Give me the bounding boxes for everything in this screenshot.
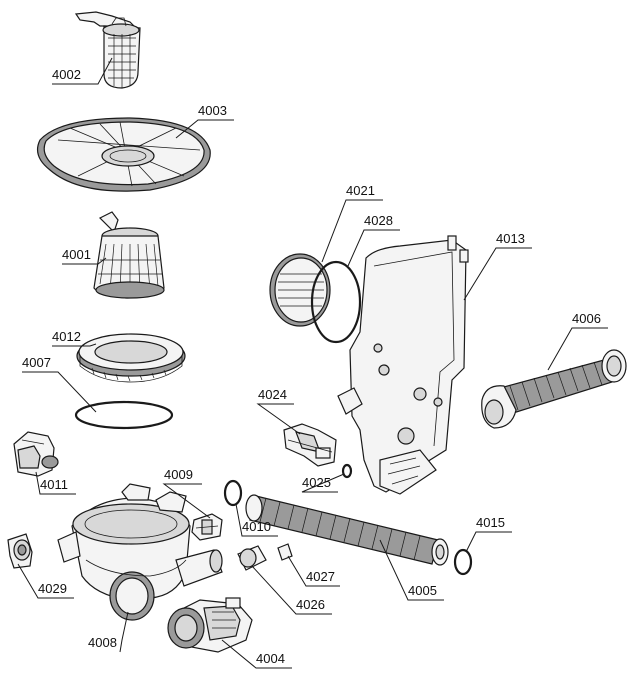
part-4004-drain-pump <box>167 597 253 653</box>
callout-4013: 4013 <box>496 231 525 246</box>
part-4015-o-ring <box>453 548 473 576</box>
callout-4015: 4015 <box>476 515 505 530</box>
callout-4008: 4008 <box>88 635 117 650</box>
callout-4012: 4012 <box>52 329 81 344</box>
callout-4028: 4028 <box>364 213 393 228</box>
part-4007-gasket <box>74 400 174 430</box>
part-4011-sensor <box>13 431 59 477</box>
callout-4009: 4009 <box>164 467 193 482</box>
callout-4010: 4010 <box>242 519 271 534</box>
part-4001-coarse-filter <box>93 211 165 299</box>
part-4025-washer <box>341 463 353 479</box>
callout-4004: 4004 <box>256 651 285 666</box>
callout-4001: 4001 <box>62 247 91 262</box>
part-4006-hose <box>481 349 627 429</box>
part-4005-drain-hose <box>245 494 449 566</box>
part-4009-valve <box>191 513 223 541</box>
callout-labels: 4002 4003 4001 4012 4007 4011 4009 4029 … <box>22 67 601 666</box>
part-4010-o-ring <box>223 479 243 507</box>
part-4028-seal-ring <box>310 260 362 344</box>
leader-lines <box>17 57 608 669</box>
part-4026-sleeve <box>237 545 267 571</box>
part-4012-filter-ring <box>76 333 186 383</box>
callout-4021: 4021 <box>346 183 375 198</box>
callout-4006: 4006 <box>572 311 601 326</box>
callout-4024: 4024 <box>258 387 287 402</box>
callout-4029: 4029 <box>38 581 67 596</box>
part-4027-seal <box>277 543 293 561</box>
part-4002-micro-filter <box>74 11 141 89</box>
callout-4002: 4002 <box>52 67 81 82</box>
part-4003-flat-filter <box>37 117 211 192</box>
callout-4011: 4011 <box>40 477 68 492</box>
callout-4027: 4027 <box>306 569 335 584</box>
callout-4005: 4005 <box>408 583 437 598</box>
part-4021-filter-disc <box>269 253 331 327</box>
callout-4025: 4025 <box>302 475 331 490</box>
part-4013-housing <box>337 235 469 495</box>
callout-4003: 4003 <box>198 103 227 118</box>
part-4029-pressure-part <box>7 533 33 569</box>
part-4008-sump <box>57 483 223 621</box>
part-4024-bracket <box>283 423 337 467</box>
callout-4007: 4007 <box>22 355 51 370</box>
callout-4026: 4026 <box>296 597 325 612</box>
